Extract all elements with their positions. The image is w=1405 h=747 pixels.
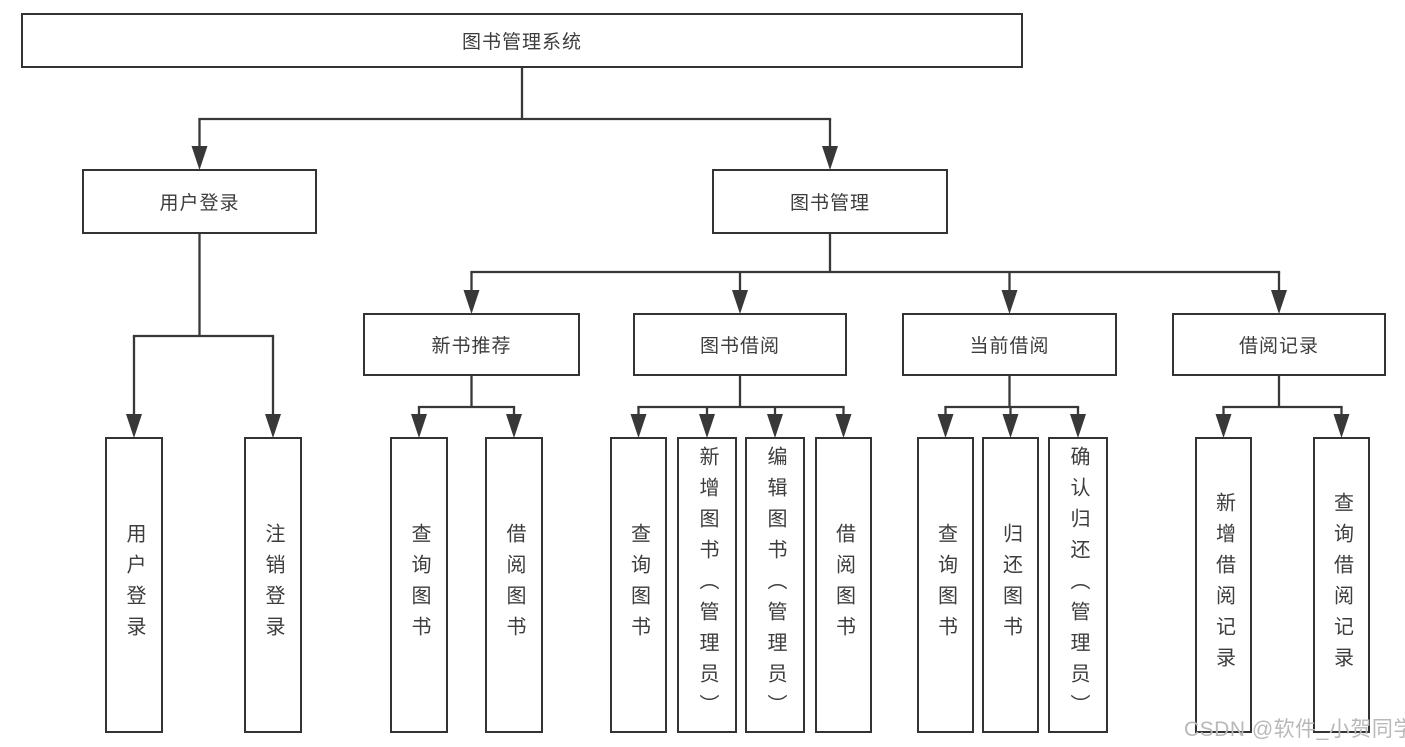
arrowhead-icon xyxy=(835,414,852,438)
node-label: 查询图书 xyxy=(627,523,650,647)
node-user-login: 用户登录 xyxy=(82,169,317,234)
node-leaf-bb-edit-books: 编辑图书（管理员） xyxy=(745,437,805,733)
node-label: 归还图书 xyxy=(999,523,1022,647)
watermark: CSDN @软件_小贺同学 xyxy=(1184,718,1405,741)
node-new-books: 新书推荐 xyxy=(363,313,580,376)
node-label: 图书管理 xyxy=(789,193,870,214)
node-leaf-nb-borrow-books: 借阅图书 xyxy=(485,437,543,733)
node-label: 当前借阅 xyxy=(969,336,1050,357)
node-leaf-nb-query-books: 查询图书 xyxy=(390,437,448,733)
node-label: 借阅图书 xyxy=(832,523,855,647)
node-label: 确认归还（管理员） xyxy=(1067,445,1089,725)
arrowhead-icon xyxy=(767,414,783,438)
arrowhead-icon xyxy=(1271,290,1287,314)
node-label: 图书管理系统 xyxy=(461,32,582,53)
arrowhead-icon xyxy=(506,414,522,438)
node-label: 借阅记录 xyxy=(1238,336,1319,357)
arrowhead-icon xyxy=(1070,414,1086,438)
node-borrowing-records: 借阅记录 xyxy=(1172,313,1386,376)
node-label: 查询借阅记录 xyxy=(1330,492,1353,678)
arrowhead-icon xyxy=(1333,414,1350,438)
node-current-borrowing: 当前借阅 xyxy=(902,313,1117,376)
arrowhead-icon xyxy=(937,414,954,438)
node-label: 新增图书（管理员） xyxy=(696,445,718,725)
node-root: 图书管理系统 xyxy=(21,13,1023,68)
arrowhead-icon xyxy=(463,290,480,314)
node-label: 查询图书 xyxy=(934,523,957,647)
node-book-borrowing: 图书借阅 xyxy=(633,313,847,376)
node-leaf-cb-confirm-return: 确认归还（管理员） xyxy=(1048,437,1108,733)
node-label: 注销登录 xyxy=(262,523,284,647)
node-leaf-bb-add-books: 新增图书（管理员） xyxy=(677,437,737,733)
node-leaf-bb-query-books: 查询图书 xyxy=(610,437,667,733)
node-label: 用户登录 xyxy=(123,523,145,647)
arrowhead-icon xyxy=(732,290,748,314)
arrowhead-icon xyxy=(699,414,715,438)
arrowhead-icon xyxy=(265,414,281,438)
arrowhead-icon xyxy=(1215,414,1232,438)
arrowhead-icon xyxy=(1002,414,1019,438)
arrowhead-icon xyxy=(411,414,427,438)
node-label: 借阅图书 xyxy=(503,523,525,647)
node-label: 新增借阅记录 xyxy=(1212,492,1235,678)
node-label: 编辑图书（管理员） xyxy=(764,445,786,725)
arrowhead-icon xyxy=(126,414,142,438)
node-leaf-br-query-record: 查询借阅记录 xyxy=(1313,437,1370,733)
arrowhead-icon xyxy=(630,414,647,438)
arrowhead-icon xyxy=(1001,290,1018,314)
node-leaf-cb-return-books: 归还图书 xyxy=(982,437,1039,733)
node-label: 查询图书 xyxy=(408,523,430,647)
node-label: 图书借阅 xyxy=(699,336,780,357)
node-leaf-user-login: 用户登录 xyxy=(105,437,163,733)
node-leaf-br-add-record: 新增借阅记录 xyxy=(1195,437,1252,733)
node-leaf-bb-borrow-books: 借阅图书 xyxy=(815,437,872,733)
node-label: 用户登录 xyxy=(159,193,240,214)
arrowhead-icon xyxy=(822,146,838,170)
node-book-mgmt: 图书管理 xyxy=(712,169,948,234)
node-label: 新书推荐 xyxy=(431,336,512,357)
node-leaf-cb-query-books: 查询图书 xyxy=(917,437,974,733)
node-leaf-logout: 注销登录 xyxy=(244,437,302,733)
arrowhead-icon xyxy=(191,146,208,170)
